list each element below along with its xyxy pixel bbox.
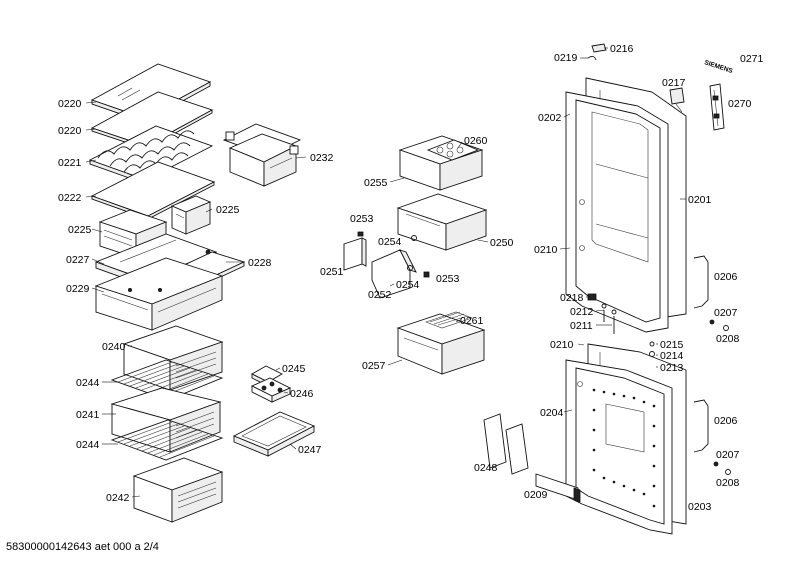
clip-0253-upper bbox=[357, 231, 364, 237]
label-0225-right: 0225 bbox=[216, 204, 240, 216]
label-0203: 0203 bbox=[688, 501, 712, 513]
label-0242: 0242 bbox=[106, 492, 130, 504]
label-0211: 0211 bbox=[570, 320, 593, 332]
label-0260: 0260 bbox=[464, 135, 488, 147]
label-0228: 0228 bbox=[248, 257, 272, 269]
panels-0248 bbox=[483, 413, 529, 475]
screw-0254-lower bbox=[407, 265, 413, 271]
flap-0251 bbox=[343, 237, 367, 271]
label-0221: 0221 bbox=[58, 157, 82, 169]
washer-0208-lower bbox=[725, 469, 731, 475]
washer-0208-upper bbox=[723, 325, 729, 331]
label-0244-upper: 0244 bbox=[76, 377, 100, 389]
label-0214: 0214 bbox=[660, 350, 684, 362]
label-0250: 0250 bbox=[490, 237, 514, 249]
label-0271: 0271 bbox=[740, 53, 764, 65]
label-0248: 0248 bbox=[474, 462, 498, 474]
label-0252: 0252 bbox=[368, 289, 392, 301]
handle-0206-upper bbox=[693, 255, 709, 309]
bottle-holder-0261 bbox=[425, 311, 473, 329]
label-0207-lower: 0207 bbox=[716, 449, 740, 461]
label-0244-lower: 0244 bbox=[76, 439, 100, 451]
label-0254-upper: 0254 bbox=[378, 236, 402, 248]
brand-badge-text: SIEMENS bbox=[703, 59, 734, 75]
label-0201: 0201 bbox=[688, 194, 712, 206]
label-0209: 0209 bbox=[524, 489, 548, 501]
label-0232: 0232 bbox=[310, 152, 334, 164]
label-0270: 0270 bbox=[728, 98, 752, 110]
label-0213: 0213 bbox=[660, 362, 684, 374]
label-0253-upper: 0253 bbox=[350, 213, 374, 225]
label-0219: 0219 bbox=[554, 52, 578, 64]
freezer-panel-dots bbox=[592, 388, 656, 508]
door-bin-0250 bbox=[396, 193, 488, 251]
label-0218: 0218 bbox=[560, 292, 584, 304]
door-bin-0257 bbox=[396, 313, 486, 375]
label-0245: 0245 bbox=[282, 363, 306, 375]
upper-door-seal-0202 bbox=[565, 91, 669, 333]
label-0216: 0216 bbox=[610, 43, 634, 55]
cover-0216 bbox=[591, 43, 607, 53]
label-0220-top: 0220 bbox=[58, 98, 82, 110]
label-0212: 0212 bbox=[570, 306, 594, 318]
label-0202: 0202 bbox=[538, 112, 562, 124]
handle-0270 bbox=[709, 83, 725, 131]
drawer-0240 bbox=[122, 325, 224, 391]
leader-lines bbox=[85, 47, 686, 498]
basket-0232 bbox=[222, 123, 302, 187]
label-0261: 0261 bbox=[460, 315, 484, 327]
shelf-rail-0244-lower bbox=[110, 419, 224, 461]
label-0246: 0246 bbox=[290, 388, 314, 400]
label-0241: 0241 bbox=[76, 409, 100, 421]
label-0229: 0229 bbox=[66, 283, 90, 295]
label-0222: 0222 bbox=[58, 192, 82, 204]
label-0227: 0227 bbox=[66, 254, 90, 266]
lower-door-seal-0204 bbox=[565, 359, 673, 535]
document-reference-footer: 58300000142643 aet 000 a 2/4 bbox=[6, 541, 159, 553]
screw-0254-upper bbox=[411, 235, 417, 241]
part-labels: 0220 0220 0221 0222 0225 0225 0227 0228 … bbox=[58, 43, 764, 513]
label-0240: 0240 bbox=[102, 341, 126, 353]
label-0225-left: 0225 bbox=[68, 224, 92, 236]
screw-0207-upper bbox=[709, 319, 715, 325]
container-0225-right bbox=[170, 195, 212, 235]
drawer-0242 bbox=[132, 457, 224, 523]
egg-tray-0246 bbox=[250, 377, 292, 403]
label-0251: 0251 bbox=[320, 266, 344, 278]
label-0206-upper: 0206 bbox=[714, 271, 738, 283]
handle-0206-lower bbox=[693, 399, 709, 453]
hinge-cover-0217 bbox=[669, 87, 685, 105]
label-0206-lower: 0206 bbox=[714, 415, 738, 427]
label-0220-second: 0220 bbox=[58, 125, 82, 137]
label-0257: 0257 bbox=[362, 360, 386, 372]
label-0253-lower: 0253 bbox=[436, 273, 460, 285]
tray-0247 bbox=[232, 411, 316, 457]
label-0217: 0217 bbox=[662, 77, 686, 89]
label-0207-upper: 0207 bbox=[714, 307, 738, 319]
label-0210-lower: 0210 bbox=[550, 339, 574, 351]
badge-0271: SIEMENS bbox=[703, 59, 734, 75]
strip-0209 bbox=[535, 473, 581, 503]
label-0204: 0204 bbox=[540, 407, 564, 419]
crisper-tray-0229 bbox=[94, 257, 224, 331]
label-0247: 0247 bbox=[298, 444, 322, 456]
label-0215: 0215 bbox=[660, 339, 684, 351]
part-0219 bbox=[587, 55, 597, 61]
label-0255: 0255 bbox=[364, 177, 388, 189]
egg-holder-0260 bbox=[426, 139, 480, 161]
screw-0207-lower bbox=[713, 461, 719, 467]
label-0208-lower: 0208 bbox=[716, 477, 740, 489]
label-0210-upper: 0210 bbox=[534, 244, 558, 256]
label-0254-lower: 0254 bbox=[396, 279, 420, 291]
label-0208-upper: 0208 bbox=[716, 333, 740, 345]
clip-0253-lower bbox=[423, 271, 430, 278]
